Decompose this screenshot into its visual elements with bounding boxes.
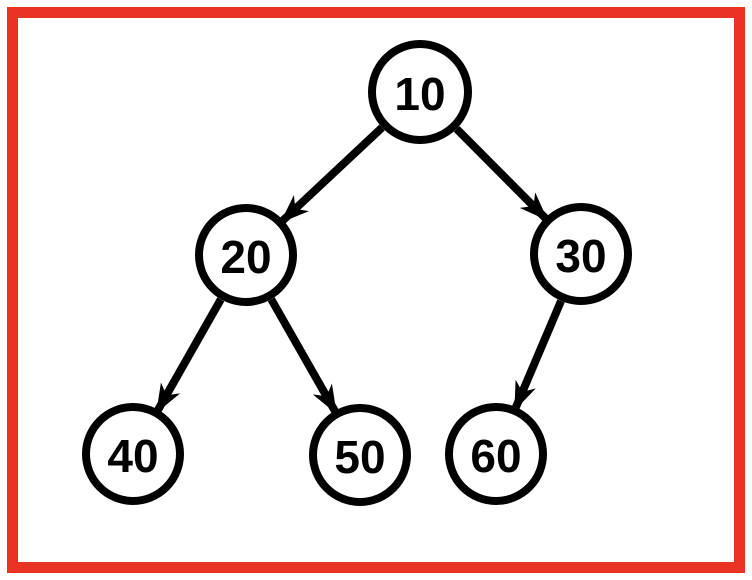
tree-node-40: 40 [82, 403, 184, 505]
tree-edge-20-50 [267, 297, 340, 415]
tree-node-50: 50 [309, 404, 411, 506]
tree-node-20: 20 [195, 204, 297, 306]
tree-node-30: 30 [530, 203, 632, 305]
tree-node-label-60: 60 [470, 430, 521, 482]
red-frame-border [7, 7, 745, 573]
tree-node-circle-30 [530, 203, 632, 305]
tree-node-label-20: 20 [220, 231, 271, 283]
tree-node-circle-20 [195, 204, 297, 306]
tree-node-10: 10 [368, 40, 472, 144]
tree-node-label-50: 50 [334, 431, 385, 483]
tree-node-label-30: 30 [555, 230, 606, 282]
tree-edge-20-40 [153, 297, 225, 414]
tree-node-circle-60 [445, 403, 547, 505]
nodes-layer: 10 20 30 40 50 60 [82, 40, 632, 506]
tree-node-circle-50 [309, 404, 411, 506]
tree-node-60: 60 [445, 403, 547, 505]
tree-edge-10-20 [279, 124, 385, 225]
tree-edge-10-30 [453, 126, 550, 223]
tree-node-label-40: 40 [107, 430, 158, 482]
tree-node-circle-10 [368, 40, 472, 144]
edges-layer [153, 124, 565, 415]
tree-node-circle-40 [82, 403, 184, 505]
tree-edge-30-60 [511, 299, 565, 411]
tree-node-label-10: 10 [394, 68, 445, 120]
